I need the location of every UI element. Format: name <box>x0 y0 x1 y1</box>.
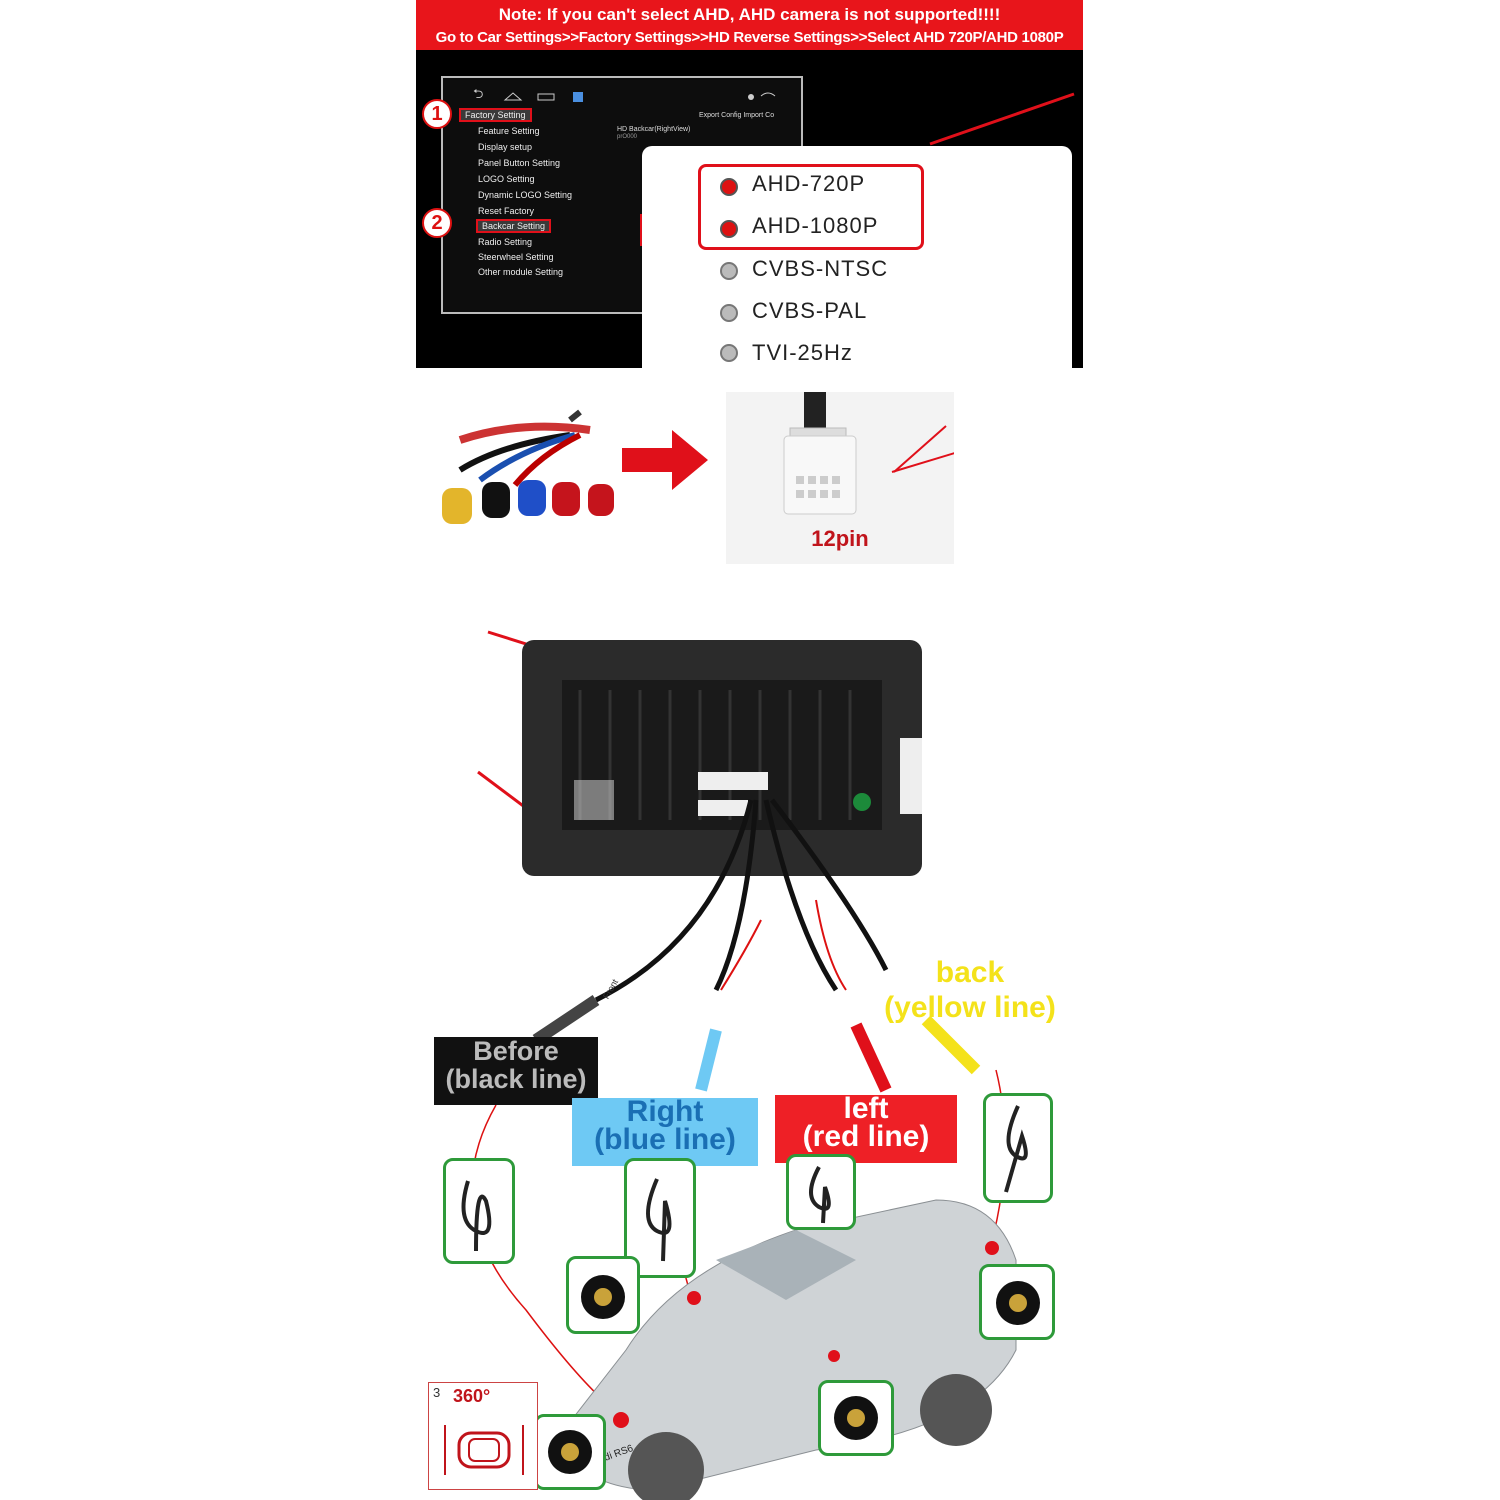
options-list: AHD-720P AHD-1080P CVBS-NTSC CVBS-PAL TV… <box>642 146 1072 368</box>
menu-item[interactable]: Other module Setting <box>478 267 564 277</box>
view-number: 3 <box>433 1385 441 1400</box>
connector-label: 12pin <box>811 526 869 551</box>
radio-cvbs-ntsc[interactable] <box>720 262 738 280</box>
step-1-badge: 1 <box>422 99 452 129</box>
divider <box>642 368 1083 376</box>
menu-item[interactable]: Steerwheel Setting <box>478 252 554 262</box>
app-icon <box>573 92 583 102</box>
camera-thumbnail <box>979 1264 1055 1340</box>
camera-lens-icon <box>594 1288 612 1306</box>
12pin-connector-image: 12pin <box>726 392 954 564</box>
car-topview-icon <box>444 1425 524 1475</box>
wifi-icon <box>760 92 776 97</box>
instruction-text: Go to Car Settings>>Factory Settings>>HD… <box>435 29 1064 46</box>
status-bar: ⮌ <box>473 87 776 102</box>
view-label: 360° <box>453 1386 491 1406</box>
menu-item[interactable]: Radio Setting <box>478 237 533 247</box>
camera-thumbnail <box>818 1380 894 1456</box>
gps-port <box>853 793 871 811</box>
camera-thumbnail <box>566 1256 640 1334</box>
view-360-badge: 3 360° <box>428 1382 538 1490</box>
back-line-text: back (yellow line) <box>884 956 1056 1024</box>
back-line-label: back (yellow line) <box>860 955 1080 1025</box>
backcar-view-label: HD Backcar(RightView) <box>617 126 691 133</box>
cable-thumbnail <box>443 1158 515 1264</box>
wiring-diagram: Audi RS6 <box>471 798 1017 1500</box>
menu-item[interactable]: Display setup <box>478 142 533 152</box>
note-banner: Note: If you can't select AHD, AHD camer… <box>416 0 1083 50</box>
menu-item-backcar-setting[interactable]: Backcar Setting <box>475 219 552 233</box>
camera-type-popup <box>642 146 1072 386</box>
rca-cables-image <box>442 409 614 524</box>
option-label[interactable]: AHD-1080P <box>752 213 879 238</box>
car-illustration <box>555 1199 1017 1500</box>
head-unit-back-image <box>477 630 922 876</box>
radio-ahd-720p[interactable] <box>720 178 738 196</box>
option-label[interactable]: CVBS-NTSC <box>752 256 889 281</box>
menu-item[interactable]: Panel Button Setting <box>478 158 561 168</box>
recent-apps-icon <box>537 93 555 101</box>
menu-item[interactable]: Reset Factory <box>478 206 535 216</box>
red-connector <box>552 482 580 516</box>
left-line-label: left (red line) <box>775 1092 957 1163</box>
step-2-badge: 2 <box>422 208 452 238</box>
backcar-sub: prO000 <box>617 134 638 140</box>
cable-blue <box>713 799 759 992</box>
right-arrow-icon <box>622 430 708 490</box>
camera-lens-icon <box>847 1409 865 1427</box>
cable-thumbnail <box>786 1154 856 1230</box>
radio-ahd-1080p[interactable] <box>720 220 738 238</box>
menu-header-factory-setting[interactable]: Factory Setting <box>459 108 532 122</box>
option-label[interactable]: TVI-25Hz <box>752 340 853 365</box>
pointer-arrow <box>893 425 947 473</box>
cable-yellow <box>770 798 889 972</box>
right-line-text: Right (blue line) <box>594 1095 736 1156</box>
menu-item[interactable]: LOGO Setting <box>478 174 535 184</box>
note-text: Note: If you can't select AHD, AHD camer… <box>498 5 1001 24</box>
option-label[interactable]: AHD-720P <box>752 171 866 196</box>
radio-tvi-25hz[interactable] <box>720 344 738 362</box>
menu-item[interactable]: Dynamic LOGO Setting <box>478 190 573 200</box>
camera-lens-icon <box>561 1443 579 1461</box>
ahd-highlight-box <box>698 164 924 250</box>
menu-item[interactable]: Feature Setting <box>478 126 540 136</box>
cable-black <box>594 799 754 1003</box>
black-connector <box>482 482 510 518</box>
before-line-text: Before (black line) <box>445 1036 587 1094</box>
export-import-label[interactable]: Export Config Import Co <box>699 112 775 119</box>
cable-red <box>763 799 839 992</box>
blue-connector <box>518 480 546 516</box>
right-line-label: Right (blue line) <box>572 1095 758 1166</box>
option-label[interactable]: CVBS-PAL <box>752 298 868 323</box>
radio-cvbs-pal[interactable] <box>720 304 738 322</box>
before-line-label: Before (black line) <box>434 1037 598 1105</box>
yellow-connector <box>442 488 472 524</box>
left-line-text: left (red line) <box>802 1092 930 1153</box>
camera-thumbnail <box>534 1414 606 1490</box>
back-icon: ⮌ <box>473 87 483 102</box>
home-icon <box>503 92 523 101</box>
pointer-arrow <box>929 92 1075 146</box>
location-icon <box>748 94 754 100</box>
camera-lens-icon <box>1009 1294 1027 1312</box>
cable-thumbnail <box>983 1093 1053 1203</box>
